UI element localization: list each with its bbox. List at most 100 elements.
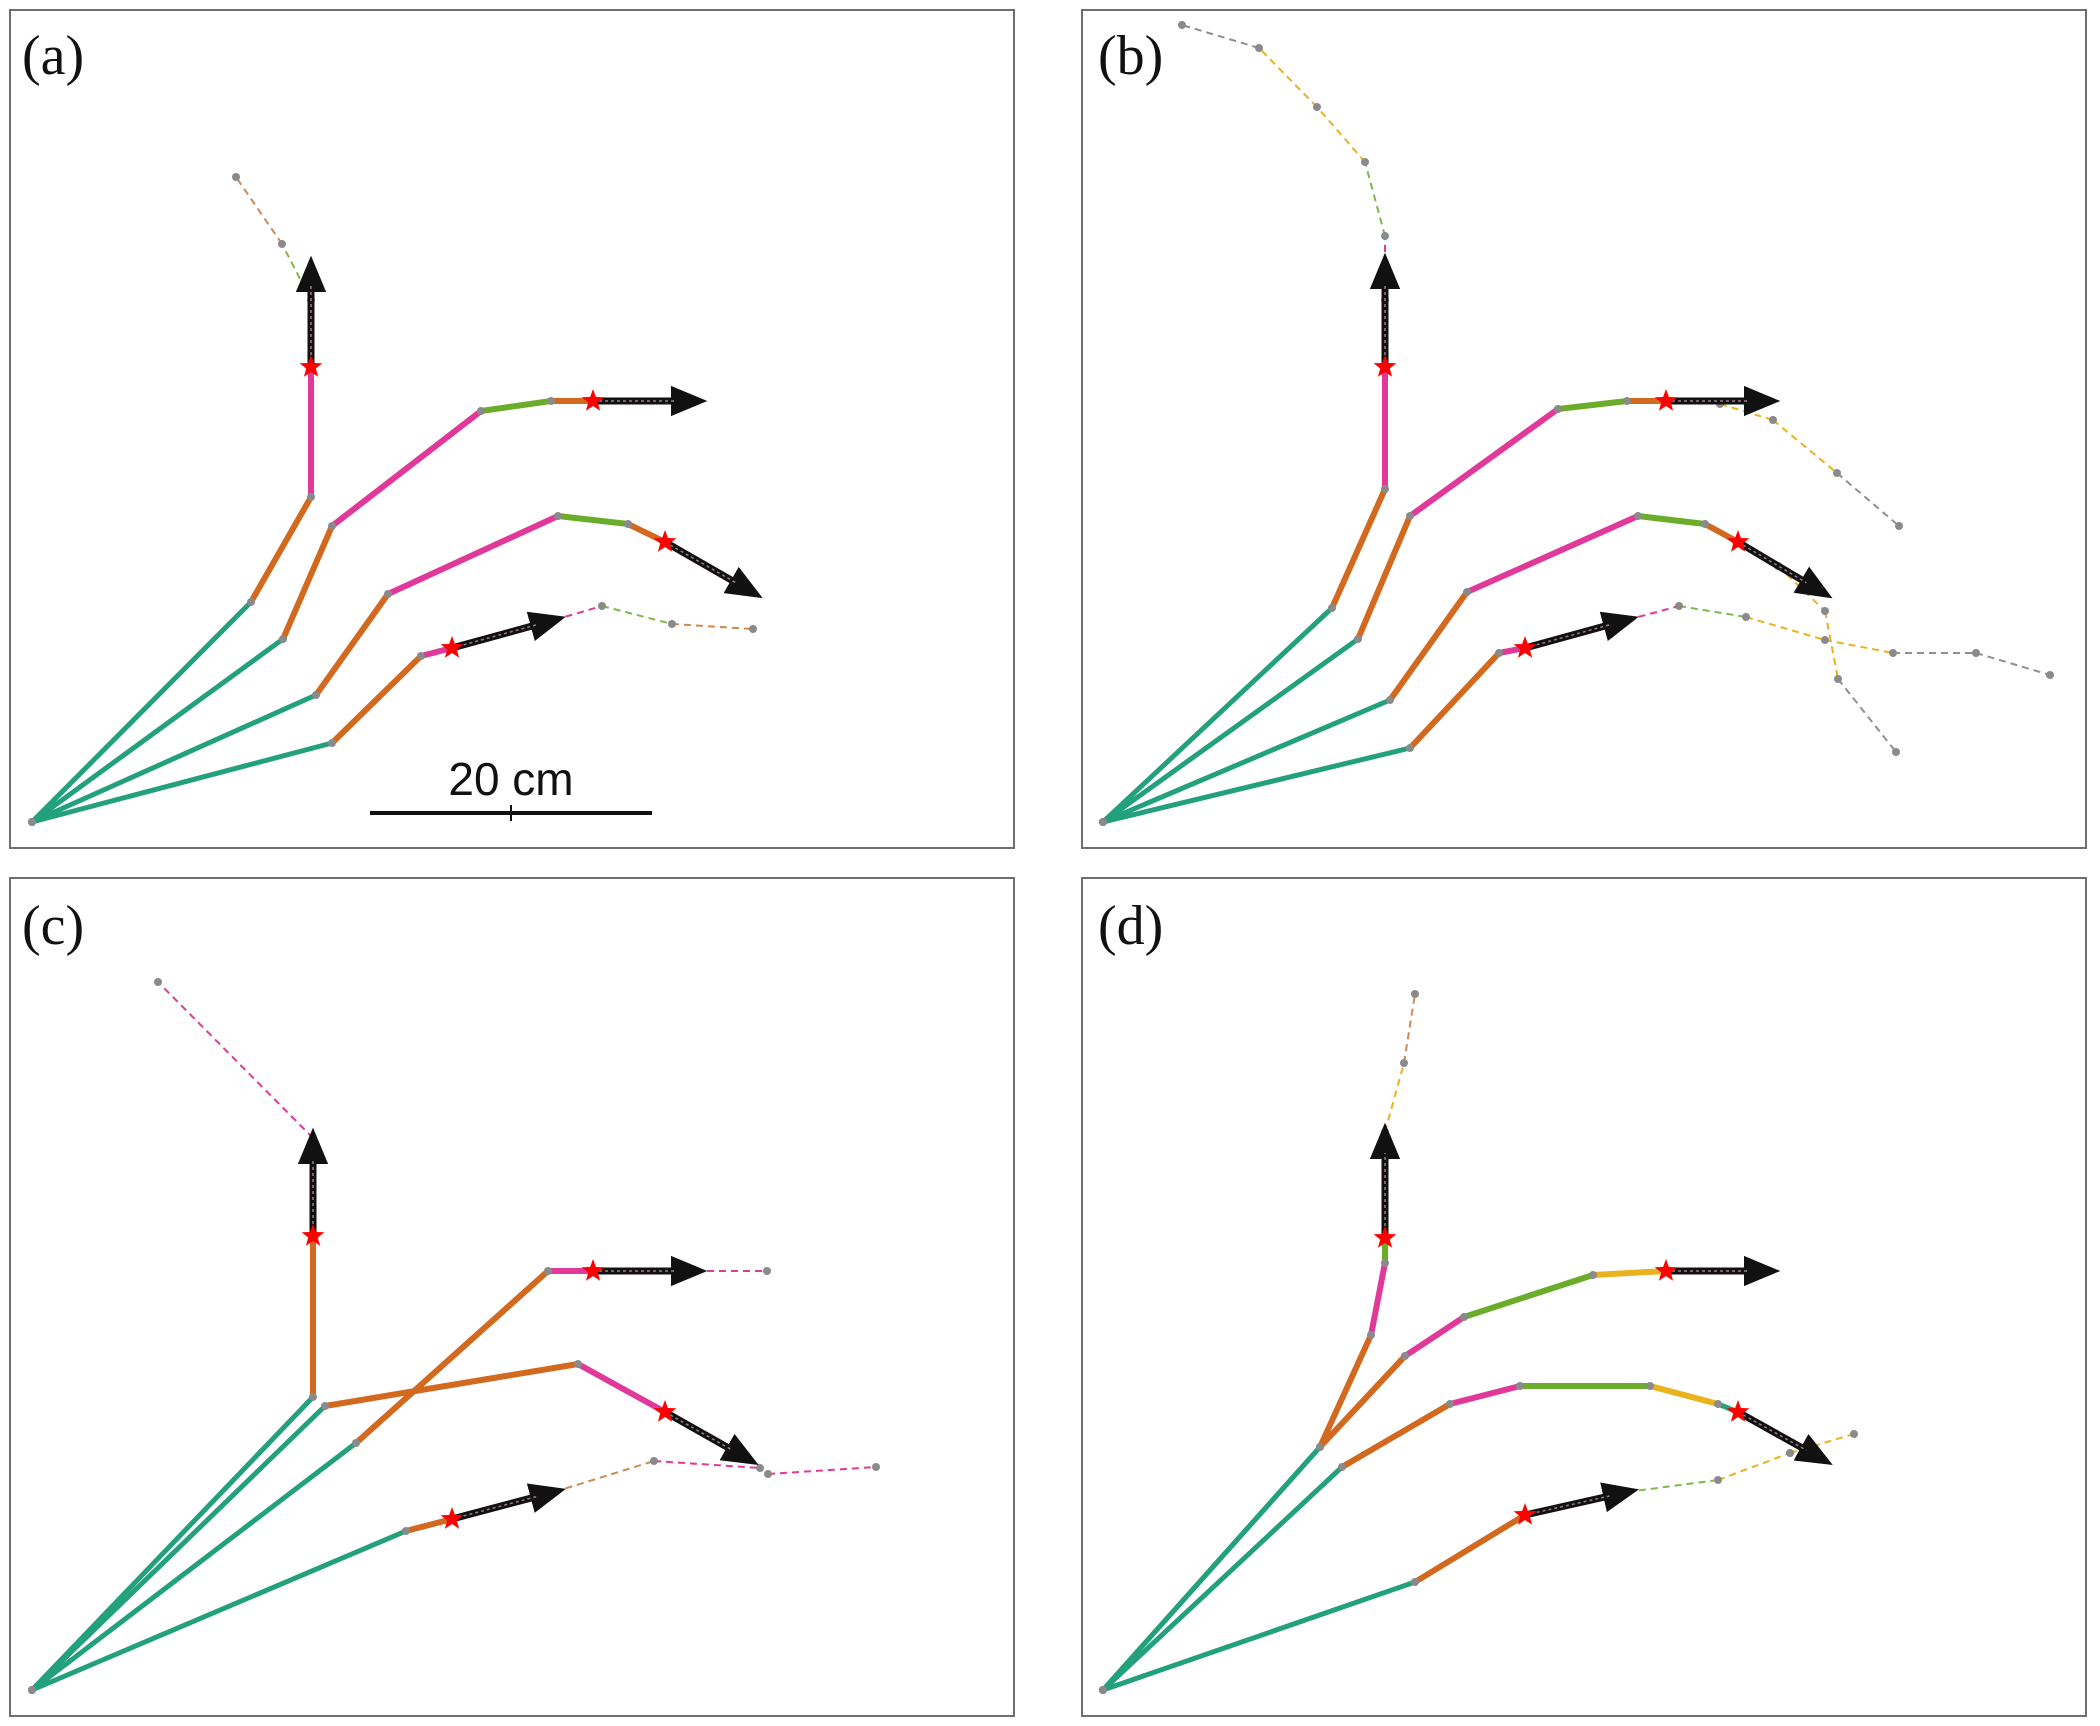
arm-segment-green xyxy=(478,398,554,414)
predicted-node xyxy=(1381,1128,1389,1136)
predicted-node xyxy=(668,620,676,628)
predicted-segment xyxy=(281,243,312,301)
predicted-node xyxy=(1895,522,1903,530)
predicted-node xyxy=(1178,21,1186,29)
predicted-segment xyxy=(1717,1452,1791,1481)
arm-node xyxy=(1386,696,1394,704)
arm-node xyxy=(247,598,255,606)
arm-node xyxy=(1460,1313,1468,1321)
arm-node xyxy=(1495,649,1503,657)
predicted-segment xyxy=(1824,639,1894,654)
arm-node xyxy=(1338,1463,1346,1471)
arm-segment-magenta xyxy=(1402,1314,1467,1359)
arm-segment-base xyxy=(29,1528,409,1693)
arm-segment-orange xyxy=(1317,1353,1408,1450)
panel-frame xyxy=(1081,877,2087,1717)
predicted-segment xyxy=(1626,1479,1719,1493)
arm-segment-base xyxy=(29,636,286,825)
predicted-node xyxy=(691,1267,699,1275)
predicted-node xyxy=(598,602,606,610)
predicted-node xyxy=(1714,1476,1722,1484)
predicted-node xyxy=(1972,649,1980,657)
arm-segment-green xyxy=(1461,1272,1596,1320)
predicted-node xyxy=(1361,158,1369,166)
predicted-path xyxy=(1716,400,1903,530)
predicted-segment xyxy=(1772,419,1838,474)
arm-segment-magenta xyxy=(385,513,561,597)
robot-arm xyxy=(28,1255,708,1694)
arm-node xyxy=(1701,520,1709,528)
arm-node xyxy=(384,590,392,598)
arm-node xyxy=(352,1439,360,1447)
predicted-node xyxy=(1623,1488,1631,1496)
predicted-node xyxy=(1769,416,1777,424)
arm-node xyxy=(1401,1352,1409,1360)
predicted-segment xyxy=(157,981,314,1139)
predicted-node xyxy=(1675,602,1683,610)
arm-segment-base xyxy=(1100,636,1361,825)
predicted-segment xyxy=(1258,47,1318,108)
predicted-segment xyxy=(1626,605,1680,621)
predicted-path xyxy=(1623,602,2054,679)
panel-label: (a) xyxy=(22,25,84,87)
robot-arm xyxy=(1099,252,1401,826)
predicted-segment xyxy=(235,176,283,245)
arm-segment-green xyxy=(1555,398,1630,412)
predicted-node xyxy=(1411,990,1419,998)
arm-segment-orange xyxy=(1355,513,1413,642)
predicted-path xyxy=(691,1267,771,1275)
arm-segment-green xyxy=(555,513,631,527)
predicted-node xyxy=(749,625,757,633)
predicted-segment xyxy=(1777,565,1826,612)
arm-node xyxy=(554,512,562,520)
arm-segment-base xyxy=(29,740,335,825)
predicted-node xyxy=(2046,671,2054,679)
predicted-node xyxy=(763,1267,771,1275)
robot-arm xyxy=(1099,385,1781,826)
predicted-segment xyxy=(653,1460,761,1469)
target-star-icon xyxy=(1513,636,1537,658)
arm-node xyxy=(1099,1686,1107,1694)
predicted-segment xyxy=(1837,678,1897,753)
arm-segment-base xyxy=(1100,1444,1323,1693)
arm-segment-orange xyxy=(248,494,314,605)
arm-node xyxy=(1406,512,1414,520)
robot-arm xyxy=(28,1127,329,1694)
robot-arms xyxy=(28,1127,759,1694)
arrow-centerline xyxy=(1524,1495,1610,1516)
target-star-icon xyxy=(1373,355,1397,377)
predicted-segment xyxy=(1316,106,1366,163)
predicted-path xyxy=(1623,1449,1794,1496)
arm-node xyxy=(1367,1331,1375,1339)
arrow-centerline xyxy=(1737,541,1807,584)
predicted-node xyxy=(232,173,240,181)
predicted-node xyxy=(1786,1449,1794,1457)
panel-label: (b) xyxy=(1098,25,1163,87)
predicted-node xyxy=(744,1455,752,1463)
arm-segment-orange xyxy=(1339,1401,1453,1470)
predicted-segment xyxy=(601,605,673,625)
predicted-trajectories xyxy=(154,978,880,1496)
target-star-icon xyxy=(440,1507,464,1529)
predicted-path xyxy=(550,602,757,633)
panel-d: (d) xyxy=(1081,877,2087,1717)
arm-node xyxy=(417,652,425,660)
arm-segment-magenta xyxy=(329,408,484,529)
robot-arm xyxy=(1099,1482,1639,1694)
predicted-path xyxy=(1774,562,1900,756)
robot-arm xyxy=(1099,512,1833,826)
panel-frame xyxy=(9,877,1015,1717)
predicted-segment xyxy=(767,1466,877,1475)
scale-bar-label: 20 cm xyxy=(448,753,573,805)
target-star-icon xyxy=(1513,1503,1537,1525)
predicted-node xyxy=(1850,1430,1858,1438)
predicted-segment xyxy=(1824,610,1839,680)
predicted-node xyxy=(1255,44,1263,52)
arm-node xyxy=(1328,604,1336,612)
predicted-node xyxy=(1400,1059,1408,1067)
predicted-node xyxy=(1313,103,1321,111)
panel-b: (b) xyxy=(1081,9,2087,849)
arm-node xyxy=(1646,1382,1654,1390)
arm-segment-base xyxy=(29,692,319,825)
